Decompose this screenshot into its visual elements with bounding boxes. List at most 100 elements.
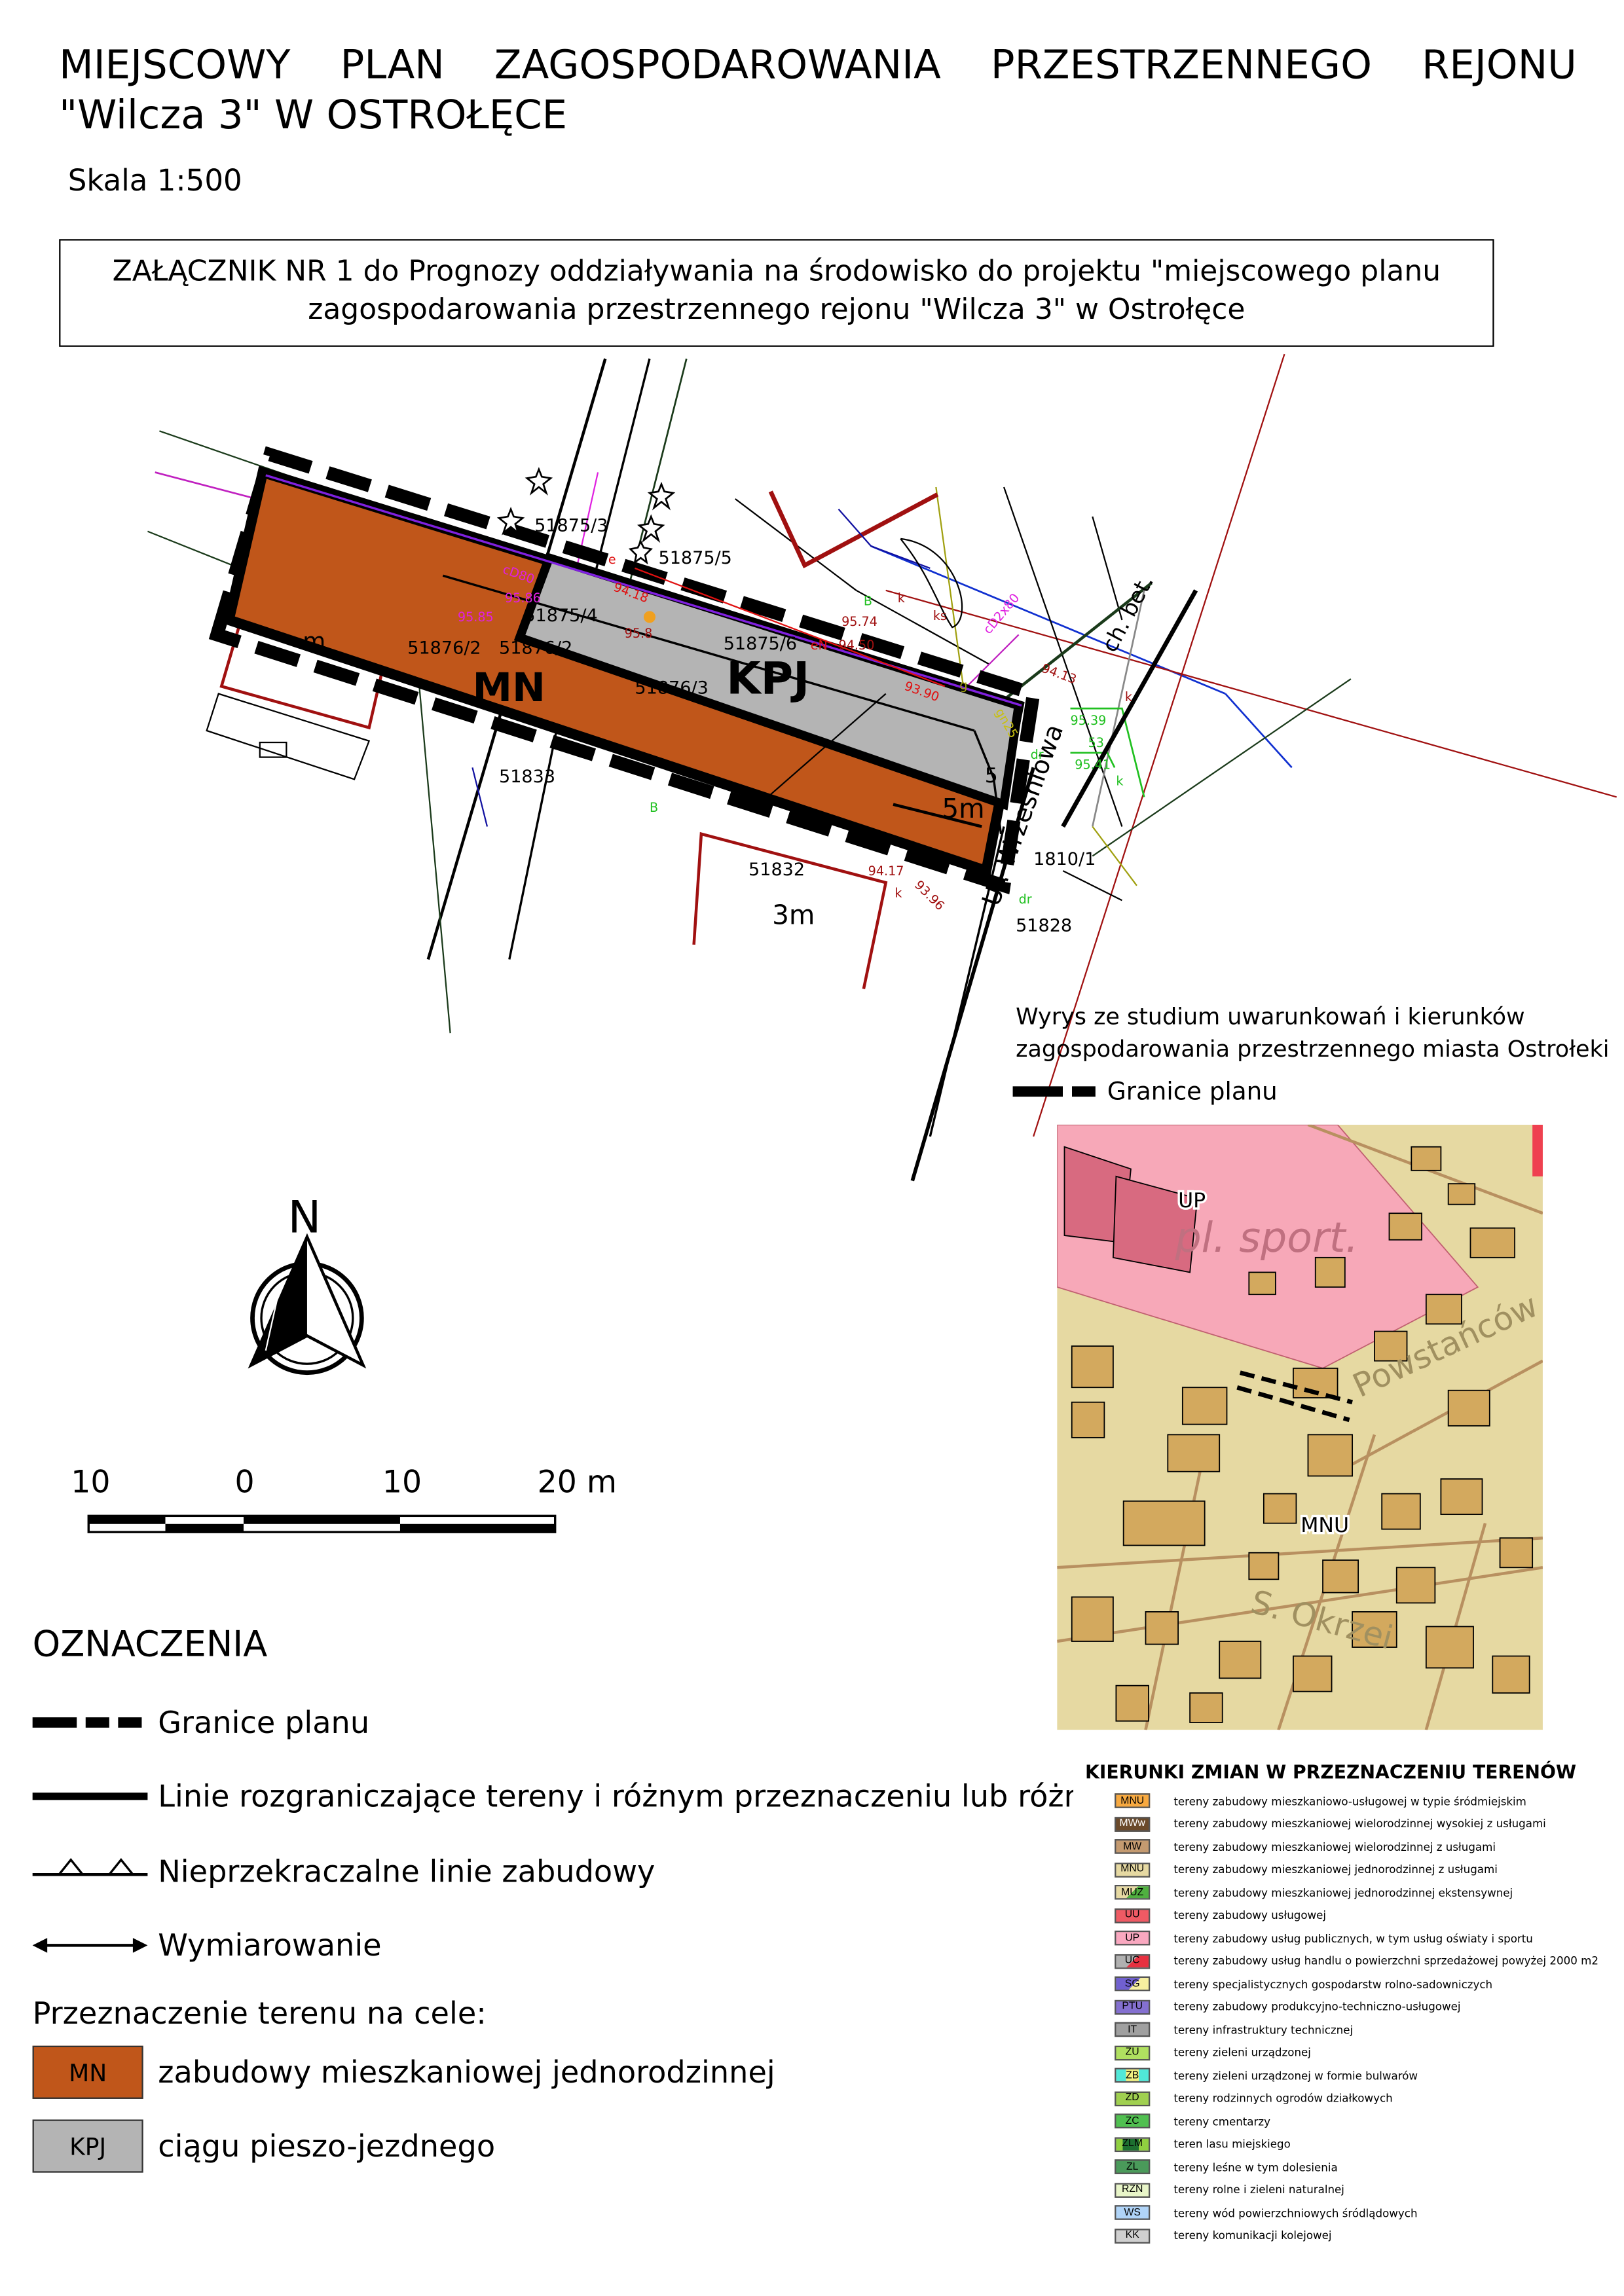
- study-legend-swatch: ZD: [1115, 2090, 1151, 2106]
- study-legend-label: tereny leśne w tym dolesienia: [1173, 2160, 1338, 2174]
- study-legend-item: KK tereny komunikacji kolejowej: [1115, 2227, 1332, 2244]
- scale-bar-label: 10: [71, 1464, 111, 1500]
- svg-text:ks: ks: [933, 608, 947, 623]
- study-legend-swatch: UP: [1115, 1930, 1151, 1946]
- scale-bar-label: 10: [382, 1464, 422, 1500]
- study-legend-label: tereny zabudowy usług handlu o powierzch…: [1173, 1954, 1598, 1968]
- study-legend-swatch: ZU: [1115, 2045, 1151, 2060]
- inset-label-mnu: MNU: [1301, 1514, 1349, 1537]
- dimension-label: m: [303, 628, 325, 655]
- annex-line-2: zagospodarowania przestrzennego rejonu "…: [308, 292, 1246, 327]
- legend-item-plan-boundary: Granice planu: [32, 1704, 370, 1741]
- tree-icons: [496, 467, 676, 565]
- inset-buildings: [1071, 1146, 1534, 1723]
- svg-text:B: B: [650, 800, 658, 815]
- legend-item-building-lines: Nieprzekraczalne linie zabudowy: [32, 1854, 655, 1889]
- scale-bar-label: 0: [234, 1464, 255, 1500]
- legend-title: OZNACZENIA: [32, 1623, 268, 1666]
- study-legend-swatch: UU: [1115, 1907, 1151, 1923]
- parcel-label: 51875/5: [659, 548, 732, 568]
- zone-kpj-label: KPJ: [726, 653, 809, 704]
- study-legend-item: MUZ tereny zabudowy mieszkaniowej jednoro…: [1115, 1884, 1513, 1901]
- document-subtitle: "Wilcza 3" W OSTROŁĘCE: [59, 93, 568, 139]
- study-legend-label: tereny cmentarzy: [1173, 2114, 1270, 2128]
- annex-box: ZAŁĄCZNIK NR 1 do Prognozy oddziaływania…: [59, 239, 1494, 347]
- svg-text:93.96: 93.96: [912, 877, 948, 913]
- inset-title-line: Wyrys ze studium uwarunkowań i kierunków: [1016, 1004, 1525, 1030]
- tree-icon: [647, 481, 676, 511]
- legend-label: Linie rozgraniczające tereny i różnym pr…: [158, 1778, 1074, 1814]
- svg-text:95.39: 95.39: [1071, 713, 1107, 728]
- mn-swatch: MN: [32, 2045, 143, 2099]
- dimension-label: 5m: [942, 793, 984, 824]
- study-legend-label: tereny infrastruktury technicznej: [1173, 2022, 1354, 2037]
- inset-label-up: UP: [1178, 1189, 1206, 1212]
- parcel-label: 1810/1: [1033, 849, 1096, 869]
- scale-bar: [87, 1514, 557, 1533]
- svg-text:95.41: 95.41: [1075, 757, 1111, 773]
- zone-mn-label: MN: [472, 665, 545, 711]
- inset-title-line: zagospodarowania przestrzennego miasta O…: [1016, 1036, 1610, 1063]
- study-legend-swatch: WS: [1115, 2205, 1151, 2220]
- inset-legend-label: Granice planu: [1107, 1077, 1278, 1106]
- study-legend-item: ZL tereny leśne w tym dolesienia: [1115, 2158, 1338, 2176]
- building-line-icon: [32, 1857, 148, 1886]
- study-legend-label: tereny zabudowy mieszkaniowej wielorodzi…: [1173, 1817, 1546, 1831]
- parcel-label: 51875/3: [534, 516, 608, 536]
- tree-icon: [637, 514, 665, 543]
- inset-plan-boundary: [1236, 1370, 1353, 1423]
- tree-icon: [525, 467, 553, 496]
- svg-text:95.74: 95.74: [841, 614, 877, 629]
- scale-bar-label: 20 m: [537, 1464, 618, 1500]
- svg-text:g: g: [959, 678, 967, 693]
- solid-line-icon: [32, 1781, 148, 1811]
- inset-legend-boundary: Granice planu: [1012, 1077, 1278, 1106]
- legend-purpose-kpj: KPJ ciągu pieszo-jezdnego: [32, 2119, 496, 2173]
- study-legend-swatch: MUZ: [1115, 1884, 1151, 1900]
- map-scale: Skala 1:500: [67, 162, 242, 198]
- study-legend-swatch: MNU: [1115, 1793, 1151, 1808]
- study-legend-item: MWw tereny zabudowy mieszkaniowej wieloro…: [1115, 1815, 1546, 1832]
- study-legend-label: tereny specjalistycznych gospodarstw rol…: [1173, 1977, 1493, 1991]
- dimension-label: 5: [985, 764, 998, 788]
- study-legend-swatch: MWw: [1115, 1816, 1151, 1831]
- study-legend-label: tereny zabudowy mieszkaniowej jednorodzi…: [1173, 1886, 1513, 1899]
- parcel-label: 51875/6: [724, 634, 797, 654]
- study-legend-label: tereny komunikacji kolejowej: [1173, 2229, 1332, 2242]
- kpj-swatch: KPJ: [32, 2119, 143, 2173]
- svg-text:95.85: 95.85: [458, 610, 494, 625]
- parcel-label: 51832: [748, 860, 805, 880]
- study-legend-swatch: KK: [1115, 2228, 1151, 2243]
- svg-text:dr: dr: [1031, 747, 1044, 762]
- svg-text:94.13: 94.13: [1040, 661, 1079, 687]
- dimension-arrow: [893, 803, 982, 828]
- study-legend-swatch: MNU: [1115, 1862, 1151, 1877]
- inset-title: Wyrys ze studium uwarunkowań i kierunków…: [1016, 1001, 1609, 1066]
- legend-label: Granice planu: [158, 1704, 370, 1741]
- study-legend-swatch: ZL: [1115, 2159, 1151, 2174]
- dashed-boundary-icon: [1012, 1086, 1096, 1097]
- study-legend-label: tereny zieleni urządzonej: [1173, 2045, 1311, 2060]
- legend-item-demarcation-lines: Linie rozgraniczające tereny i różnym pr…: [32, 1778, 1074, 1814]
- document-title: MIEJSCOWY PLAN ZAGOSPODAROWANIA PRZESTRZ…: [59, 43, 1577, 89]
- parcel-label: 51876/2: [499, 638, 572, 659]
- svg-text:e: e: [608, 552, 616, 567]
- svg-text:k: k: [1125, 689, 1133, 704]
- study-legend-label: tereny zabudowy mieszkaniowo-usługowej w…: [1173, 1794, 1526, 1808]
- study-inset-map: pl. sport. UP MNU Powstańców S. Okrzei: [1057, 1124, 1543, 1730]
- svg-text:k: k: [1116, 773, 1124, 788]
- north-arrow-icon: [248, 1233, 367, 1376]
- legend-label: Wymiarowanie: [158, 1927, 382, 1963]
- background-lines: [147, 354, 1617, 1137]
- tree-icon: [496, 507, 525, 536]
